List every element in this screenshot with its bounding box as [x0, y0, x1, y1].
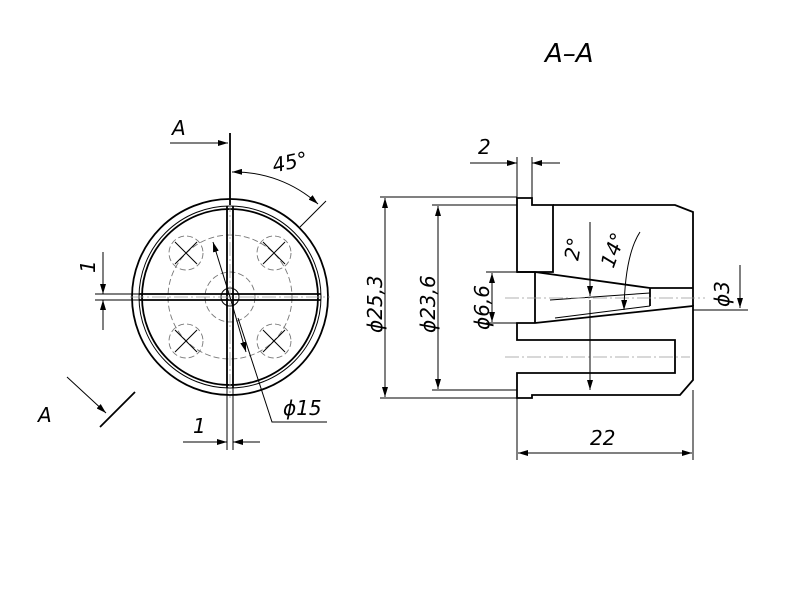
length-label: 22	[590, 426, 615, 450]
bore-outline	[517, 271, 693, 323]
front-view: A 45° 1 1 ϕ15 A	[36, 116, 330, 450]
section-view: ϕ25,3 ϕ23,6 ϕ6,6 ϕ3 2 2° 14° 22	[363, 135, 748, 460]
section-center-lines	[505, 297, 705, 358]
taper-angle2-label: 14°	[596, 229, 631, 271]
diameter-arrow-up	[212, 241, 231, 298]
section-cut-line-bottom	[99, 391, 136, 428]
upper-wall-hatch	[516, 197, 554, 273]
slot-lines	[549, 292, 651, 319]
diameter-label: ϕ15	[283, 396, 322, 420]
diameter-arrow-down	[229, 296, 247, 353]
length-dim-extension	[516, 390, 694, 460]
angle-arc	[231, 168, 319, 205]
hole	[256, 323, 292, 359]
lower-wall-hatch	[516, 304, 694, 399]
outer-dim-extension	[380, 196, 517, 399]
hole	[256, 235, 292, 271]
section-arrow-bottom	[66, 376, 107, 414]
angle-label: 45°	[270, 147, 310, 178]
hole	[168, 323, 204, 359]
section-title: A–A	[543, 39, 594, 69]
hole	[168, 235, 204, 271]
taper-angle-label: 2°	[559, 236, 587, 263]
body-outline-top	[553, 204, 694, 306]
section-mark-top: A	[170, 116, 186, 140]
gap-bottom-label: 1	[193, 414, 206, 438]
holes	[168, 235, 292, 359]
flange-dim-extension	[516, 157, 533, 198]
section-mark-bottom: A	[36, 403, 52, 427]
body-dim-extension	[432, 204, 517, 391]
taper-leader	[621, 231, 641, 311]
outer-diameter-label: ϕ25,3	[363, 275, 387, 333]
bore-dim-extension	[486, 271, 517, 324]
bore-diameter-label: ϕ6,6	[470, 285, 494, 330]
tip-diameter-label: ϕ3	[710, 281, 734, 307]
angle-extension-line	[299, 200, 327, 228]
body-diameter-label: ϕ23,6	[416, 275, 440, 333]
flange-width-label: 2	[478, 135, 491, 159]
gap-left-label: 1	[76, 260, 100, 273]
diameter-leader	[237, 317, 327, 423]
